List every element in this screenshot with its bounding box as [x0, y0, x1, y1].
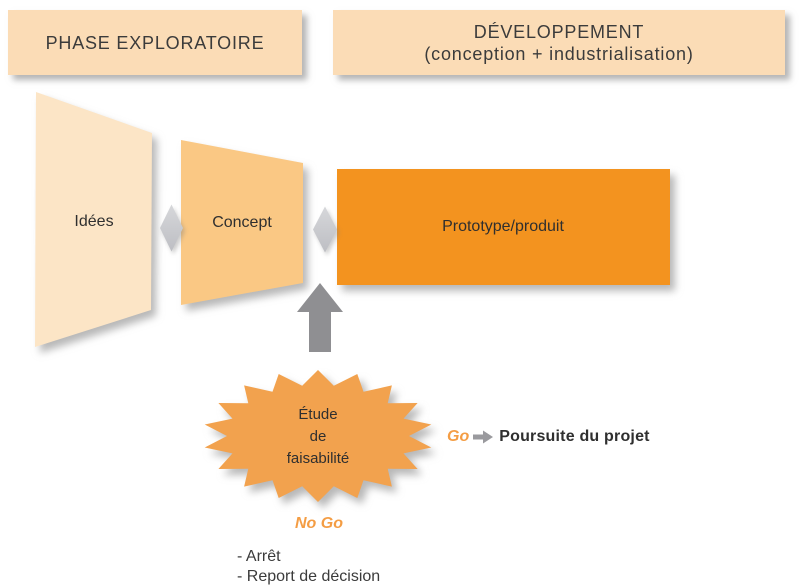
- nogo-label: No Go: [295, 515, 343, 532]
- feasibility-arrow-up-icon: [297, 283, 343, 352]
- header-phase-exploratoire: PHASE EXPLORATOIRE: [8, 10, 302, 75]
- connector-diamond-2-icon: [313, 206, 337, 253]
- nogo-item-report: - Report de décision: [237, 568, 381, 585]
- feasibility-line1: Étude: [298, 406, 338, 423]
- go-arrow-right-icon: [473, 430, 494, 444]
- feasibility-study-label: Étude de faisabilité: [287, 404, 350, 470]
- connector-diamond-1-icon: [160, 204, 183, 252]
- header-phase-exploratoire-label: PHASE EXPLORATOIRE: [45, 32, 265, 53]
- feasibility-starburst-shape: [204, 370, 432, 502]
- header-developpement-line1: DÉVELOPPEMENT: [473, 21, 645, 42]
- funnel-stage-idees-label: Idées: [74, 213, 114, 230]
- nogo-consequences-list: - Arrêt - Report de décision: [237, 547, 380, 587]
- go-label: Go: [447, 428, 470, 445]
- header-developpement-line2: (conception + industrialisation): [424, 43, 694, 64]
- header-developpement: DÉVELOPPEMENT (conception + industrialis…: [333, 10, 785, 75]
- funnel-stage-concept-shape: [181, 140, 303, 305]
- funnel-stage-idees-shape: [35, 92, 152, 347]
- funnel-stage-concept-label: Concept: [212, 214, 272, 231]
- go-result-label: Poursuite du projet: [499, 428, 650, 445]
- funnel-stage-prototype-label: Prototype/produit: [442, 218, 564, 235]
- feasibility-line2: de: [309, 428, 327, 445]
- funnel-stage-prototype-shape: [337, 169, 670, 285]
- feasibility-line3: faisabilité: [286, 450, 350, 467]
- nogo-item-arret: - Arrêt: [237, 548, 281, 565]
- go-decision-row: Go Poursuite du projet: [447, 428, 650, 446]
